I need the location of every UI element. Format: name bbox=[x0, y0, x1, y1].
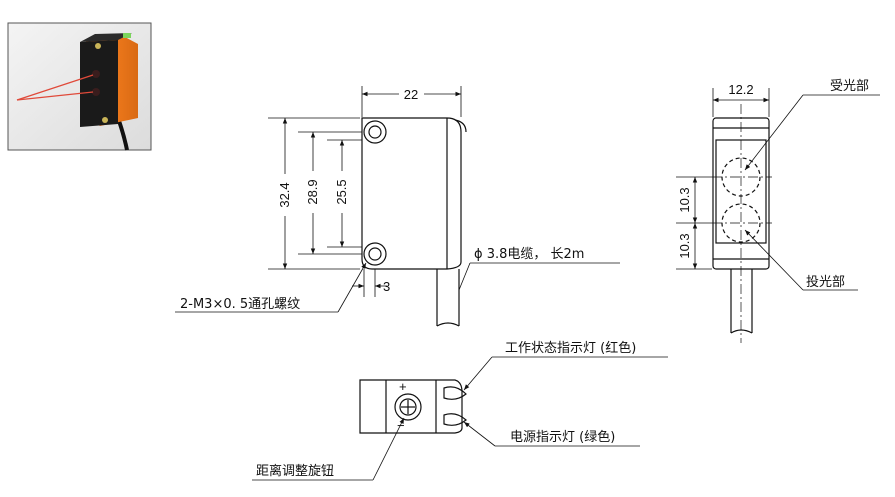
front-hole-offset-value: 3 bbox=[383, 279, 390, 294]
front-hole-pitch-value: 28.9 bbox=[305, 179, 320, 204]
power-led bbox=[443, 413, 467, 426]
cable-spec-label: ϕ 3.8电缆， 长2m bbox=[474, 246, 584, 262]
power-led-label: 电源指示灯 (绿色) bbox=[510, 429, 615, 445]
emitter-label: 投光部 bbox=[806, 274, 845, 290]
plus-mark: + bbox=[399, 379, 407, 394]
back-view bbox=[359, 379, 467, 434]
status-led-label: 工作状态指示灯 (红色) bbox=[505, 340, 636, 356]
back-view-leaders bbox=[252, 356, 668, 481]
front-body-outline bbox=[361, 117, 462, 270]
side-view-dimensions bbox=[676, 88, 880, 291]
mounting-hole-bottom bbox=[363, 242, 387, 266]
side-width-value: 12.2 bbox=[728, 82, 753, 97]
status-led bbox=[443, 386, 467, 400]
minus-mark: − bbox=[397, 418, 405, 433]
mounting-thread-label: 2-M3×0. 5通孔螺纹 bbox=[180, 297, 300, 312]
back-body-outline bbox=[359, 379, 463, 434]
side-view-centerlines bbox=[712, 104, 772, 343]
mounting-hole-top bbox=[363, 120, 387, 144]
front-view bbox=[361, 117, 467, 327]
receiver-label: 受光部 bbox=[830, 79, 869, 94]
front-width-value: 22 bbox=[404, 87, 418, 102]
front-overall-height-value: 32.4 bbox=[277, 182, 292, 207]
adjust-knob bbox=[394, 393, 422, 421]
product-photo bbox=[7, 22, 152, 151]
side-lower-pitch-value: 10.3 bbox=[677, 233, 692, 258]
side-upper-pitch-value: 10.3 bbox=[677, 187, 692, 212]
front-view-dimensions bbox=[175, 86, 620, 313]
front-inner-height-value: 25.5 bbox=[334, 179, 349, 204]
adjust-knob-label: 距离调整旋钮 bbox=[256, 463, 334, 479]
